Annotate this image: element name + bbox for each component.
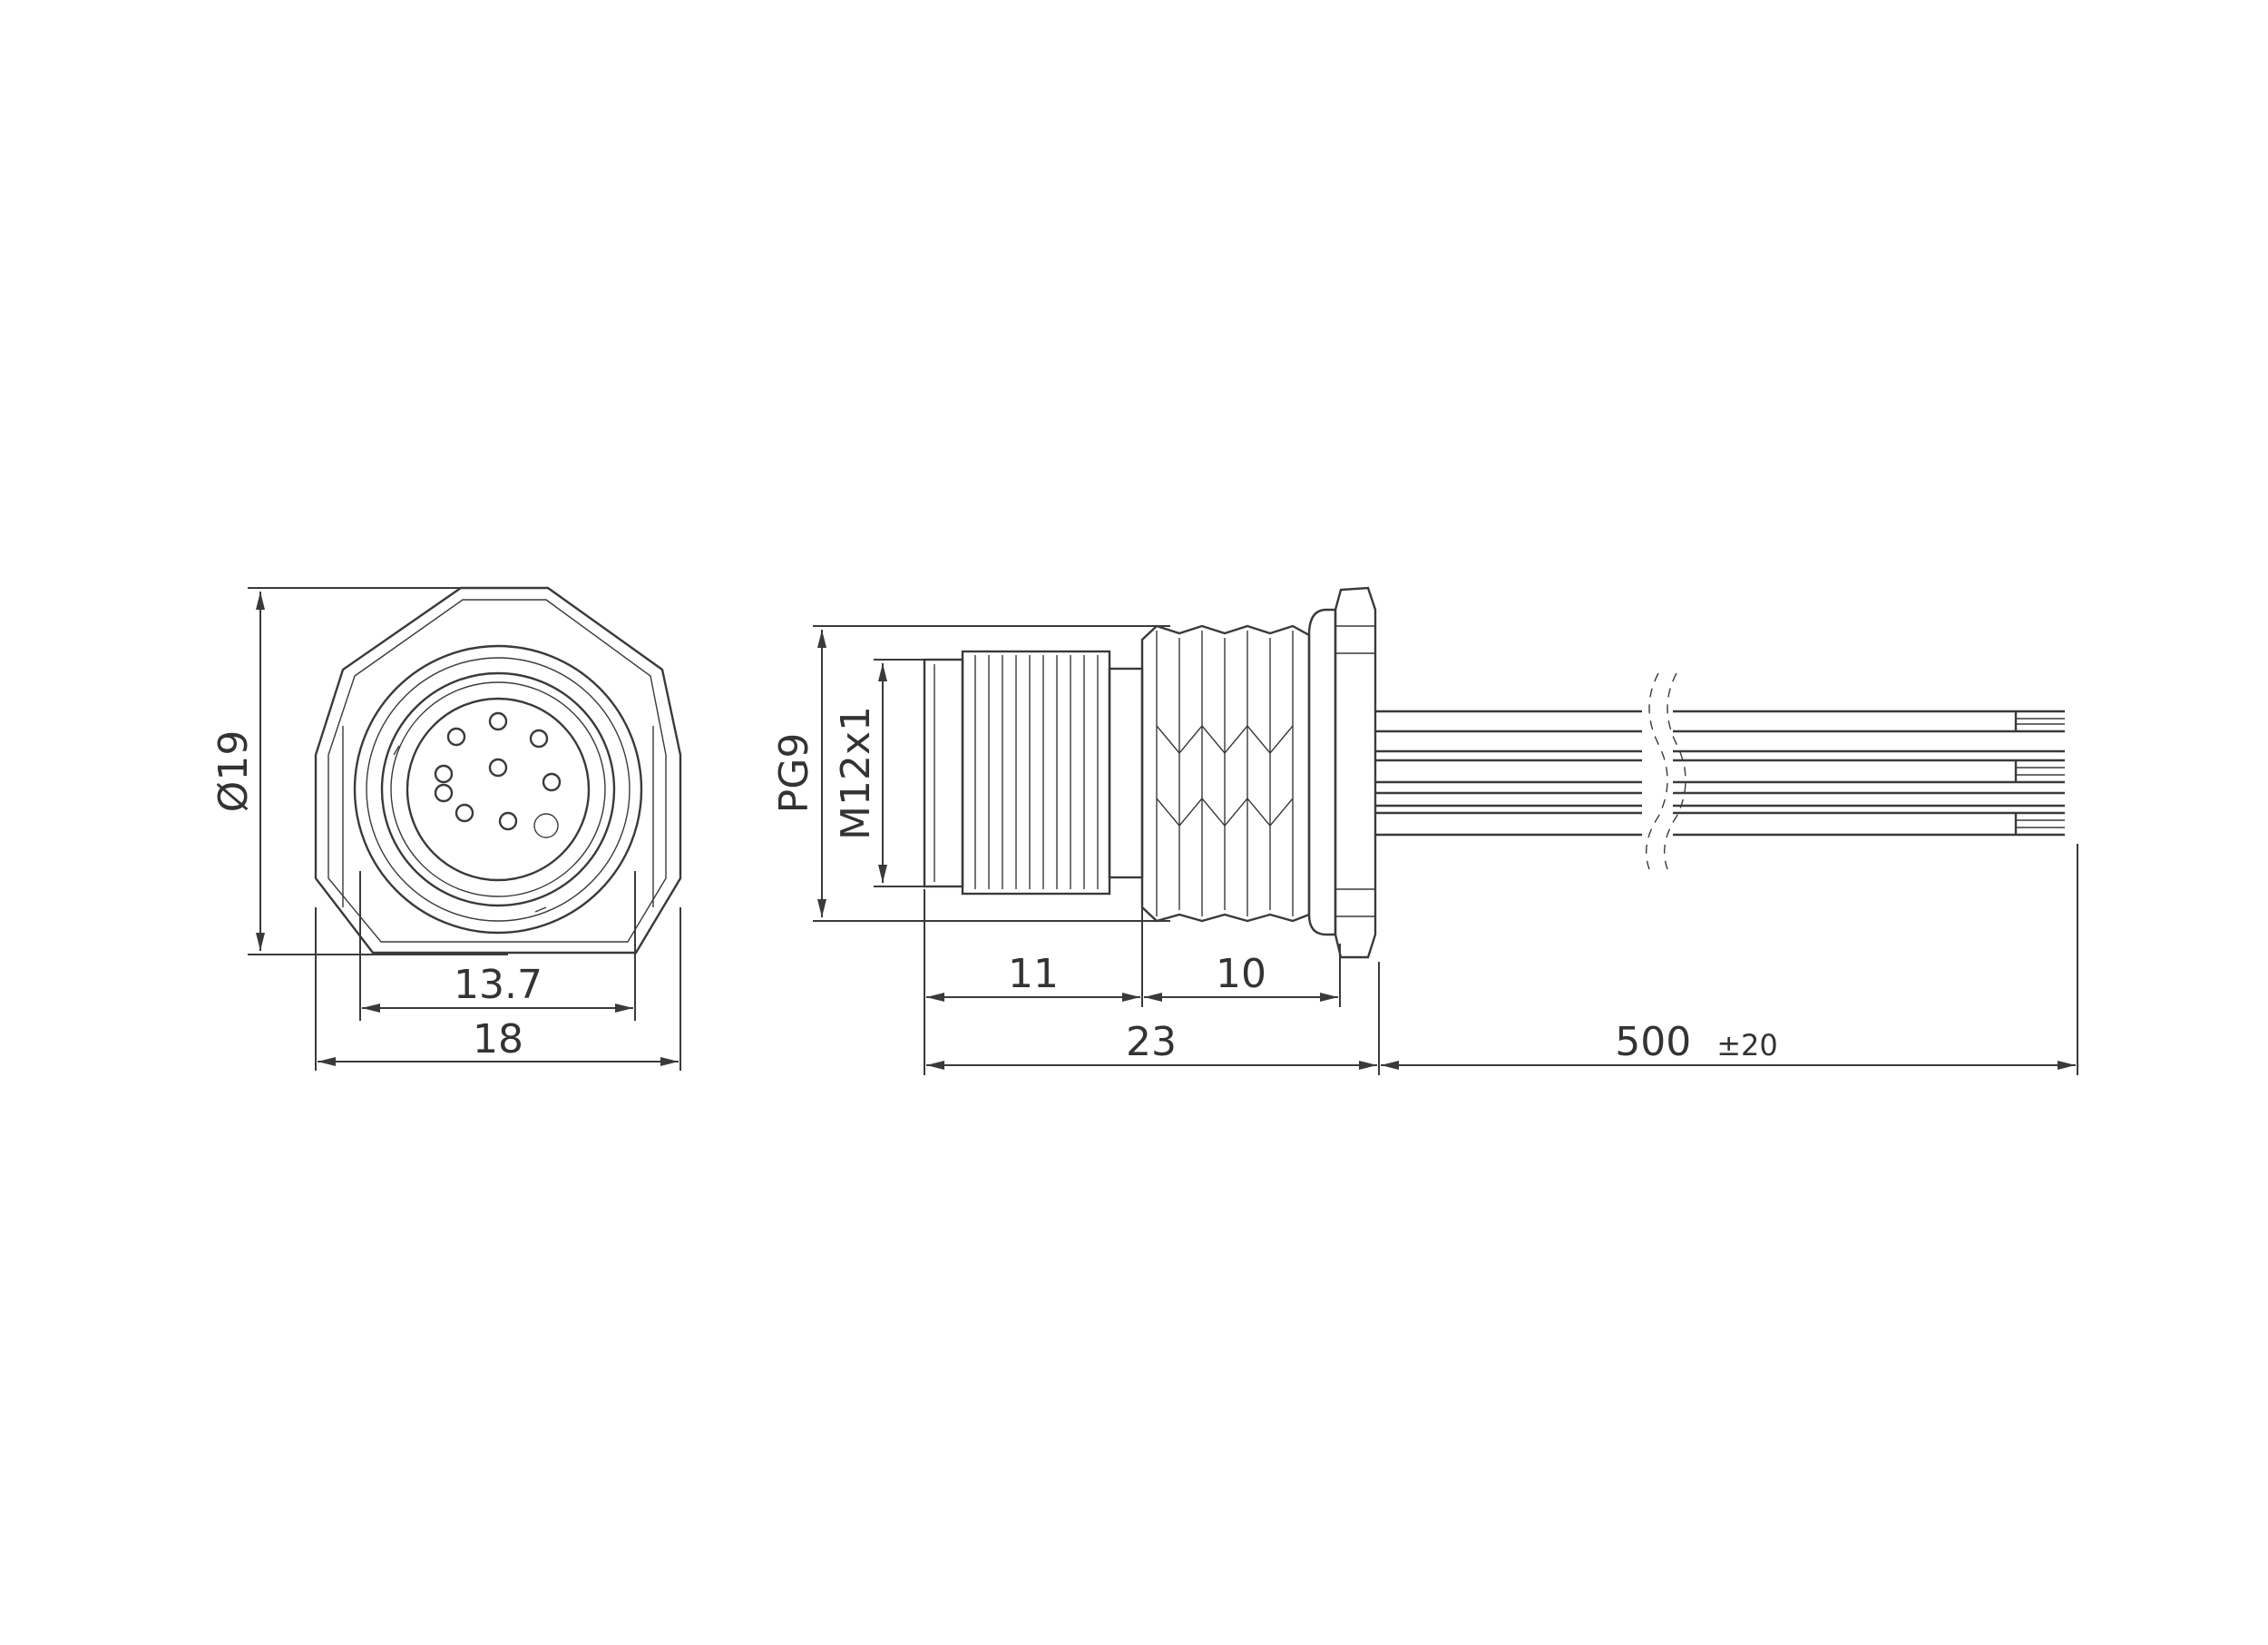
m12-label: M12x1 bbox=[833, 706, 879, 840]
hex-nut-inner-outline bbox=[327, 599, 667, 943]
pin bbox=[434, 783, 454, 803]
key-mark bbox=[393, 745, 400, 756]
pin bbox=[455, 803, 474, 823]
m12-thread-body bbox=[961, 650, 1111, 896]
middle-ring-inner bbox=[390, 681, 606, 897]
pin bbox=[488, 758, 508, 778]
pin bbox=[446, 727, 466, 747]
pin bbox=[488, 711, 508, 731]
outer-ring-inner bbox=[366, 657, 631, 922]
pg9-thread-body bbox=[1140, 624, 1311, 923]
diameter-dimension: Ø19 bbox=[210, 587, 544, 955]
diameter-label: Ø19 bbox=[210, 730, 257, 813]
m12-thread-lines bbox=[974, 655, 1099, 889]
contact-pins bbox=[434, 711, 562, 838]
cable-length-text: 500 ±20 bbox=[1615, 1019, 1778, 1065]
hex-nut-side bbox=[1334, 586, 1377, 959]
dim-total-label: 23 bbox=[1126, 1019, 1177, 1065]
washer bbox=[1307, 608, 1337, 936]
dim-front-label: 11 bbox=[1008, 951, 1059, 997]
key-mark-lower bbox=[534, 906, 547, 913]
pin bbox=[434, 764, 454, 784]
pg9-dimension: PG9 bbox=[771, 625, 1170, 922]
pin bbox=[529, 729, 549, 749]
front-face bbox=[923, 658, 964, 888]
insert-face bbox=[406, 697, 591, 882]
pg9-label: PG9 bbox=[771, 733, 817, 814]
front-view: Ø19 13.7 18 bbox=[210, 586, 682, 1071]
middle-ring bbox=[380, 671, 616, 907]
pg9-thread-lines bbox=[1156, 631, 1294, 916]
coding-key bbox=[533, 813, 559, 838]
cable-tolerance-label: ±20 bbox=[1716, 1028, 1778, 1062]
cable-wires bbox=[1375, 710, 2065, 837]
inner-width-label: 13.7 bbox=[454, 962, 543, 1008]
outer-width-label: 18 bbox=[473, 1016, 523, 1062]
m12-dimension: M12x1 bbox=[833, 659, 934, 887]
side-view: PG9 M12x1 11 10 23 500 ±20 bbox=[771, 586, 2078, 1075]
length-dimensions: 11 10 23 500 ±20 bbox=[924, 844, 2078, 1075]
outer-ring bbox=[353, 644, 643, 935]
dim-rear-label: 10 bbox=[1216, 951, 1266, 997]
thread-relief-groove bbox=[1108, 667, 1144, 879]
width-dimensions: 13.7 18 bbox=[315, 871, 681, 1071]
cable-length-label: 500 bbox=[1615, 1019, 1691, 1065]
cable-break-marks bbox=[1642, 672, 1686, 870]
pin bbox=[498, 811, 518, 831]
pin bbox=[542, 772, 562, 792]
